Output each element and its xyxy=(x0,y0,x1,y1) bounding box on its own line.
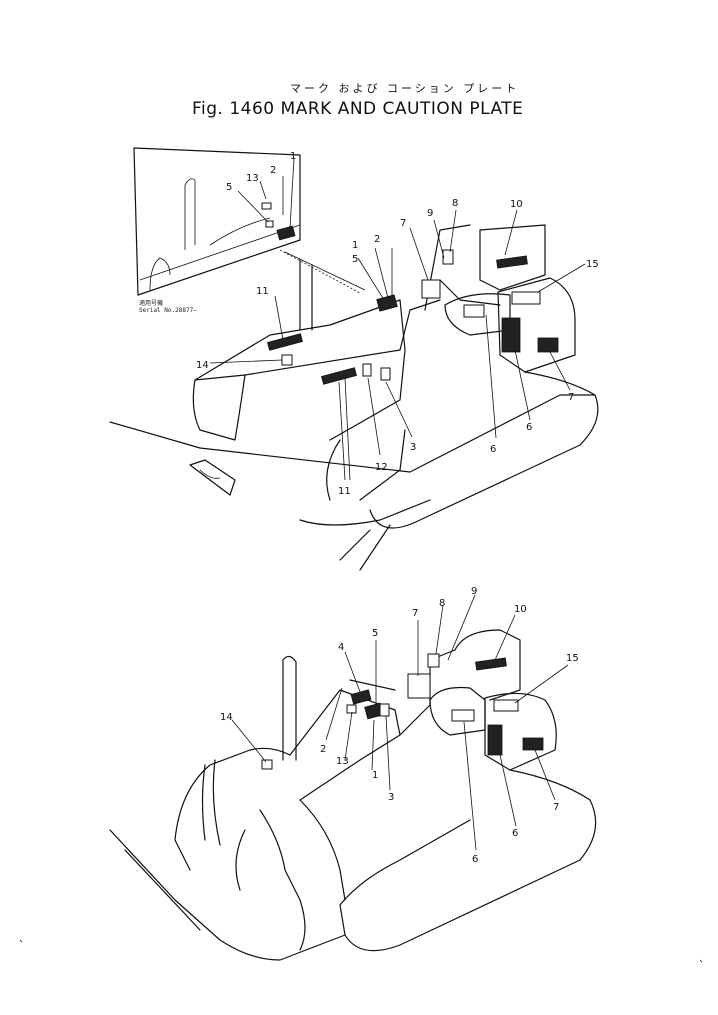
japanese-title: マーク および コーション プレート xyxy=(290,82,520,95)
plate-6-bottom xyxy=(487,724,503,756)
inset-detail xyxy=(133,147,366,296)
plate-14-bottom xyxy=(261,759,273,770)
bottom-callouts: 7 8 9 10 15 4 5 14 2 13 1 3 6 7 6 xyxy=(220,586,579,865)
top-view: 1 2 13 5 9 8 7 10 15 5 1 2 11 14 12 3 6 … xyxy=(109,147,599,571)
bottom-plates xyxy=(261,653,544,770)
callout-8-bottom: 8 xyxy=(439,598,445,609)
top-leaders xyxy=(209,209,586,481)
top-callouts: 1 2 13 5 9 8 7 10 15 5 1 2 11 14 12 3 6 … xyxy=(196,151,599,497)
callout-9-top: 9 xyxy=(427,208,433,219)
plate-15-top xyxy=(511,291,541,305)
callout-11-top: 11 xyxy=(256,286,269,297)
plate-3-top xyxy=(380,367,391,381)
plate-7-bottom xyxy=(407,673,431,699)
callout-7b-top: 7 xyxy=(568,392,574,403)
callout-12-top: 12 xyxy=(375,462,388,473)
bottom-view: 7 8 9 10 15 4 5 14 2 13 1 3 6 7 6 xyxy=(109,586,597,961)
bottom-machine-body xyxy=(109,629,597,961)
callout-13-bottom: 13 xyxy=(336,756,349,767)
callout-5-bottom: 5 xyxy=(372,628,378,639)
figure-title: Fig. 1460 MARK AND CAUTION PLATE xyxy=(192,99,524,119)
callout-3-top: 3 xyxy=(410,442,416,453)
top-plates xyxy=(267,249,559,385)
callout-5-top: 5 xyxy=(352,254,358,265)
plate-10-top xyxy=(496,255,528,269)
callout-1-bottom: 1 xyxy=(372,770,378,781)
bottom-leaders xyxy=(231,594,569,851)
callout-8-top: 8 xyxy=(452,198,458,209)
callout-1-top: 1 xyxy=(352,240,358,251)
callout-6b-top: 6 xyxy=(526,422,532,433)
callout-2-top: 2 xyxy=(374,234,380,245)
callout-7-top: 7 xyxy=(400,218,406,229)
plate-8-top xyxy=(442,249,454,265)
plate-7-top xyxy=(421,279,441,299)
callout-1-inset: 1 xyxy=(290,151,296,162)
plate-10-bottom xyxy=(475,657,507,671)
plate-6b-top xyxy=(463,304,485,318)
plate-8-bottom xyxy=(427,653,440,668)
plate-1-top xyxy=(376,294,398,312)
plate-7b-bottom xyxy=(522,737,544,751)
plate-6-top xyxy=(501,317,521,353)
callout-13-inset: 13 xyxy=(246,173,259,184)
callout-14-bottom: 14 xyxy=(220,712,233,723)
callout-6-bottom: 6 xyxy=(472,854,478,865)
callout-3-bottom: 3 xyxy=(388,792,394,803)
inset-serial-label: Serial No.28877— xyxy=(139,307,197,314)
callout-14-top: 14 xyxy=(196,360,209,371)
callout-7-bottom: 7 xyxy=(412,608,418,619)
callout-4-bottom: 4 xyxy=(338,642,344,653)
callout-7b-bottom: 7 xyxy=(553,802,559,813)
callout-6b-bottom: 6 xyxy=(512,828,518,839)
top-machine-body xyxy=(109,224,599,571)
callout-10-top: 10 xyxy=(510,199,523,210)
inset-serial-note: 適用号機 Serial No.28877— xyxy=(139,300,197,314)
scan-marks xyxy=(19,939,703,963)
plate-15-bottom xyxy=(493,699,519,712)
plate-12-top xyxy=(362,363,372,377)
callout-15-bottom: 15 xyxy=(566,653,579,664)
callout-15-top: 15 xyxy=(586,259,599,270)
plate-4-bottom xyxy=(350,689,372,705)
plate-11-top xyxy=(267,333,303,351)
plate-3-bottom xyxy=(379,703,390,717)
callout-5-inset: 5 xyxy=(226,182,232,193)
plate-6b-bottom xyxy=(451,709,475,722)
callout-10-bottom: 10 xyxy=(514,604,527,615)
plate-7b-top xyxy=(537,337,559,353)
callout-2-inset: 2 xyxy=(270,165,276,176)
callout-9-bottom: 9 xyxy=(471,586,477,597)
inset-applies-label: 適用号機 xyxy=(139,300,164,307)
plate-11b-top xyxy=(321,367,357,385)
plate-13-bottom xyxy=(346,704,357,714)
callout-6-top: 6 xyxy=(490,444,496,455)
callout-11b-top: 11 xyxy=(338,486,351,497)
plate-14-top xyxy=(281,354,293,366)
callout-2-bottom: 2 xyxy=(320,744,326,755)
